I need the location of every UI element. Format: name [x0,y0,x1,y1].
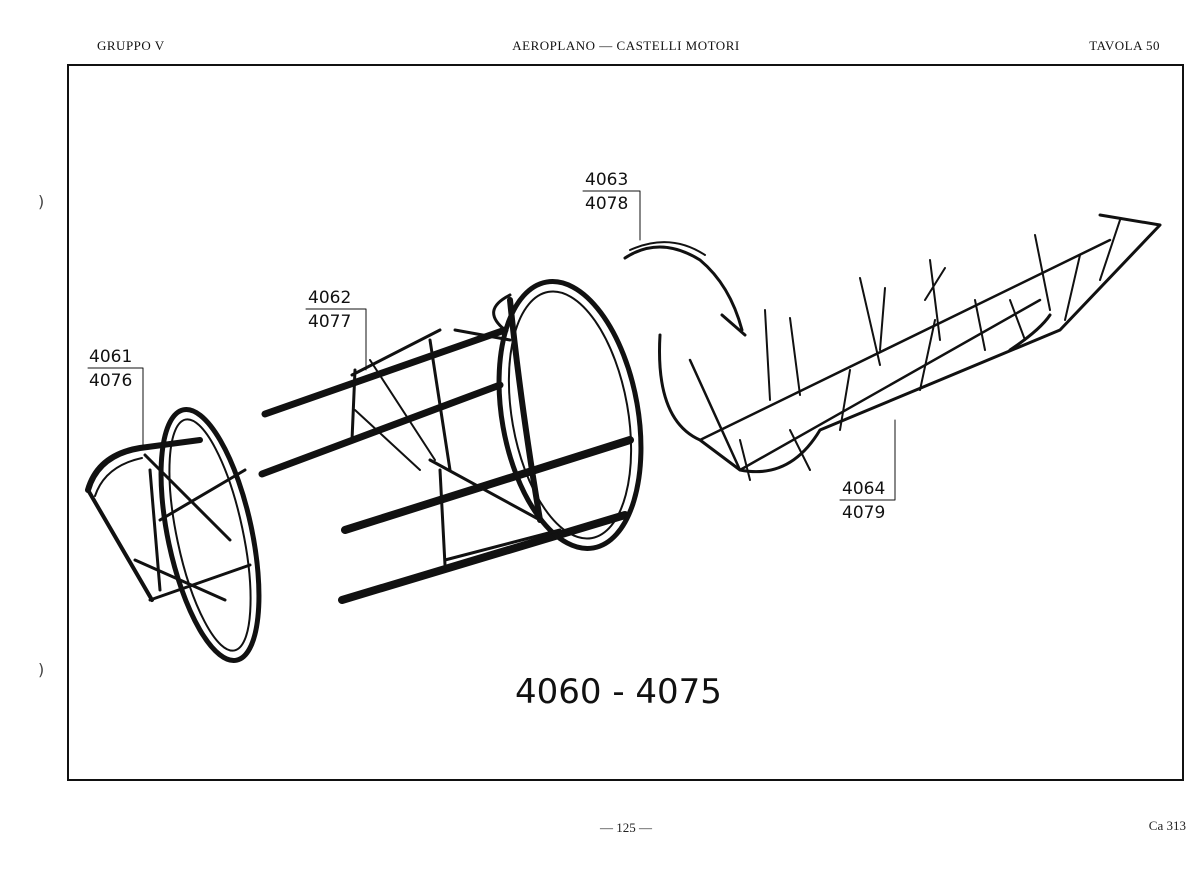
tail-cone-frame [658,213,1162,481]
callout-4064-top: 4064 [842,479,885,499]
header-group: GRUPPO V [97,38,165,53]
curved-rib [623,241,747,337]
callout-4063-bottom: 4078 [585,194,628,214]
margin-mark: ) [38,192,45,211]
callout-4063-top: 4063 [585,170,628,190]
front-ring-frame [85,406,262,664]
page-number: — 125 — [600,820,652,835]
header-plate: TAVOLA 50 [1089,38,1160,53]
margin-mark: ) [38,660,45,679]
main-part-label: 4060 - 4075 [515,672,722,712]
callout-4061-bottom: 4076 [89,371,132,391]
callout-4062-top: 4062 [308,288,351,308]
callout-4064-bottom: 4079 [842,503,885,523]
leader-lines [87,190,896,501]
header-title: AEROPLANO — CASTELLI MOTORI [512,38,740,53]
document-code: Ca 313 [1148,818,1186,833]
center-section-frame [258,279,644,604]
callout-4062-bottom: 4077 [308,312,351,332]
callout-4061-top: 4061 [89,347,132,367]
drawing-frame [67,64,1184,781]
